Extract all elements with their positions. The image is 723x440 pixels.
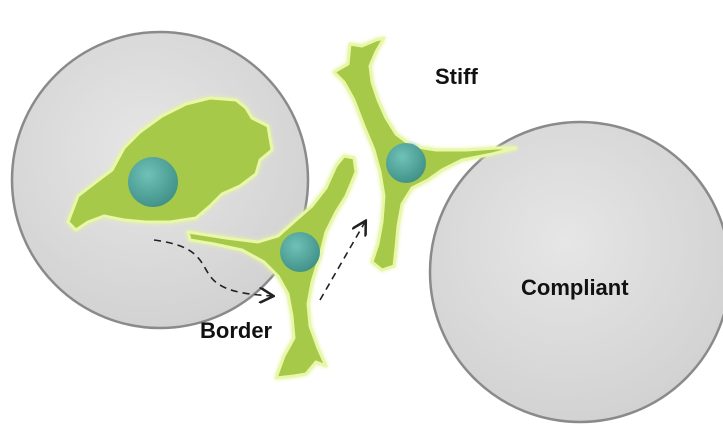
stiff-label: Stiff <box>435 64 478 89</box>
border-cell-nucleus <box>280 232 320 272</box>
spread-cell-nucleus <box>128 157 178 207</box>
border-label: Border <box>200 318 273 343</box>
compliant-substrate-circle <box>430 122 723 422</box>
compliant-label: Compliant <box>521 275 629 300</box>
stiff-cell-nucleus <box>386 143 426 183</box>
